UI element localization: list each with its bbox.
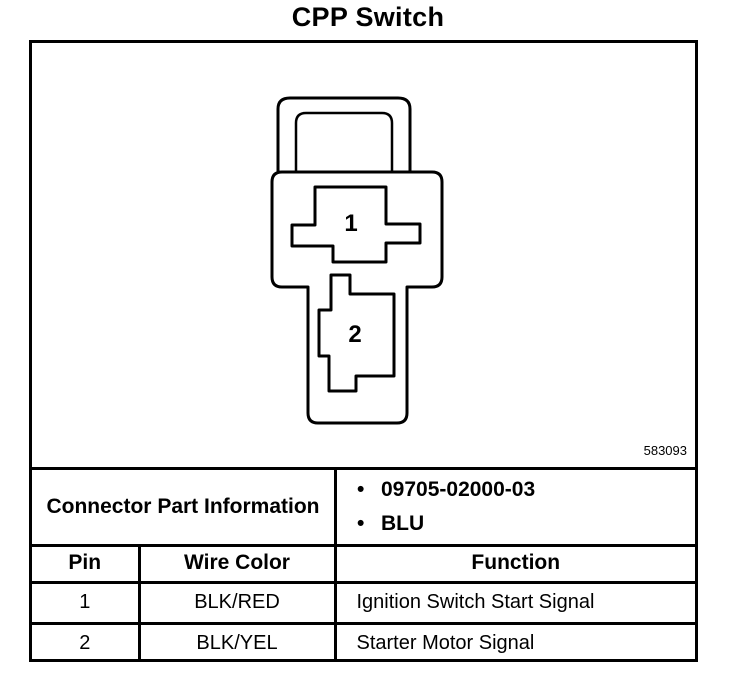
pin-table-header-row: Pin Wire Color Function [32, 544, 695, 583]
connector-color: BLU [357, 512, 424, 536]
cavity-2-outline [317, 273, 396, 393]
connector-frame: 1 2 583093 Connector Part Information 09… [29, 40, 698, 662]
connector-info-values: 09705-02000-03 BLU [337, 470, 695, 544]
pin-function: Ignition Switch Start Signal [335, 581, 695, 624]
header-wire-color: Wire Color [139, 544, 337, 583]
connector-diagram: 1 2 583093 [32, 43, 695, 470]
pin-table: Pin Wire Color Function 1 BLK/RED Igniti… [32, 544, 695, 662]
header-function: Function [471, 550, 561, 574]
connector-info-label: Connector Part Information [32, 470, 337, 544]
connector-latch-inner [294, 111, 394, 173]
connector-drawing: 1 2 [270, 96, 444, 425]
wire-color: BLK/RED [139, 581, 337, 624]
header-pin: Pin [32, 544, 141, 583]
wire-color: BLK/YEL [139, 621, 337, 662]
connector-info-row: Connector Part Information 09705-02000-0… [32, 470, 695, 547]
connector-latch-outline [276, 96, 412, 173]
connector-body-outline [270, 170, 444, 425]
cavity-1-outline [290, 185, 422, 264]
diagram-part-number: 583093 [643, 443, 687, 458]
table-row: 1 BLK/RED Ignition Switch Start Signal [32, 581, 695, 624]
pin-function: Starter Motor Signal [335, 621, 695, 662]
cavity-2-label: 2 [348, 321, 361, 348]
table-row: 2 BLK/YEL Starter Motor Signal [32, 621, 695, 662]
connector-part-number: 09705-02000-03 [357, 478, 535, 502]
pin-number: 2 [32, 621, 141, 662]
cavity-1-label: 1 [344, 210, 357, 237]
page-title: CPP Switch [291, 2, 445, 32]
pin-number: 1 [32, 581, 141, 624]
